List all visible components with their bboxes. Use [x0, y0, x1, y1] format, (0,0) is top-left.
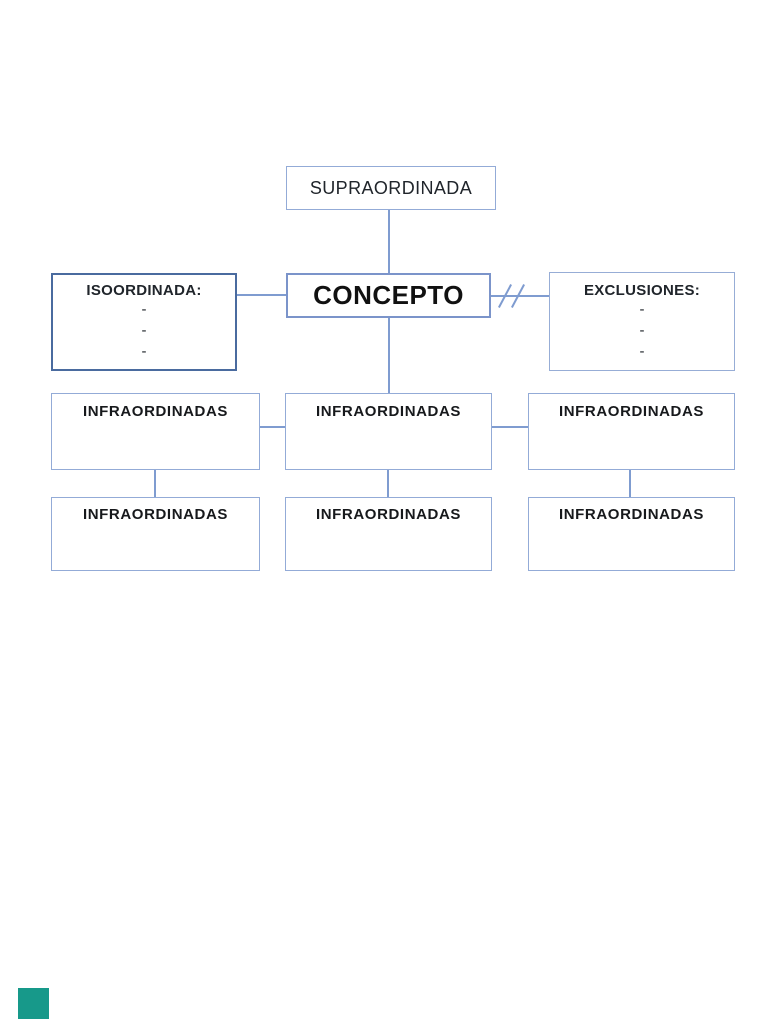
- isoordinada-dash-item: -: [141, 322, 147, 339]
- node-infraordinadas-bottom-center: INFRAORDINADAS: [285, 497, 492, 571]
- connector-infra-mid-center-right: [492, 426, 528, 428]
- connector-infra-left-column: [154, 470, 156, 497]
- connector-infra-right-column: [629, 470, 631, 497]
- connector-isoordinada-concepto: [237, 294, 286, 296]
- connector-infra-center-column: [387, 470, 389, 497]
- node-infraordinadas-bottom-right: INFRAORDINADAS: [528, 497, 735, 571]
- node-infraordinadas-label: INFRAORDINADAS: [315, 506, 462, 523]
- node-infraordinadas-mid-right: INFRAORDINADAS: [528, 393, 735, 470]
- node-infraordinadas-label: INFRAORDINADAS: [315, 403, 462, 420]
- node-supraordinada-label: SUPRAORDINADA: [309, 177, 473, 198]
- exclusiones-dash-item: -: [639, 301, 645, 318]
- node-concepto: CONCEPTO: [286, 273, 491, 318]
- node-isoordinada: ISOORDINADA: - - -: [51, 273, 237, 371]
- connector-supraordinada-concepto: [388, 210, 390, 273]
- connector-infra-mid-left-center: [260, 426, 285, 428]
- node-infraordinadas-label: INFRAORDINADAS: [82, 506, 229, 523]
- connector-concepto-infraordinadas: [388, 318, 390, 393]
- node-exclusiones: EXCLUSIONES: - - -: [549, 272, 735, 371]
- node-infraordinadas-mid-center: INFRAORDINADAS: [285, 393, 492, 470]
- node-infraordinadas-label: INFRAORDINADAS: [558, 506, 705, 523]
- node-infraordinadas-label: INFRAORDINADAS: [558, 403, 705, 420]
- node-concepto-label: CONCEPTO: [313, 280, 464, 310]
- node-infraordinadas-bottom-left: INFRAORDINADAS: [51, 497, 260, 571]
- exclusiones-dash-item: -: [639, 343, 645, 360]
- exclusiones-dash-item: -: [639, 322, 645, 339]
- corner-logo-square: [18, 988, 49, 1019]
- connector-concepto-exclusiones: [491, 295, 549, 297]
- node-exclusiones-title: EXCLUSIONES:: [583, 282, 701, 299]
- isoordinada-dash-item: -: [141, 301, 147, 318]
- node-infraordinadas-mid-left: INFRAORDINADAS: [51, 393, 260, 470]
- node-isoordinada-title: ISOORDINADA:: [86, 282, 202, 299]
- node-supraordinada: SUPRAORDINADA: [286, 166, 496, 210]
- isoordinada-dash-item: -: [141, 343, 147, 360]
- node-infraordinadas-label: INFRAORDINADAS: [82, 403, 229, 420]
